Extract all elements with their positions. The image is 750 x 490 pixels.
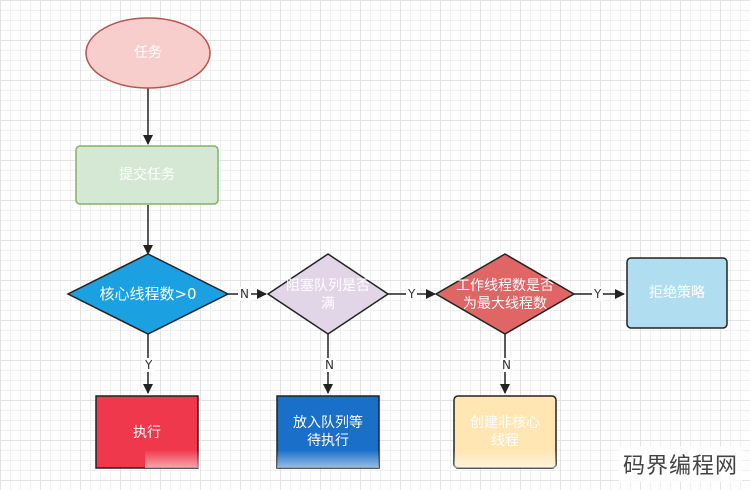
core-check-diamond[interactable] — [66, 253, 230, 335]
queue-check-diamond[interactable] — [266, 253, 390, 335]
edge-label-max-yes: Y — [592, 287, 604, 301]
enqueue-box[interactable] — [276, 395, 380, 469]
edge-label-queue-yes: Y — [406, 287, 418, 301]
submit-box[interactable] — [75, 145, 219, 205]
edge-label-core-no: N — [238, 287, 251, 301]
execute-box[interactable] — [95, 395, 199, 469]
edge-label-queue-no: N — [323, 358, 336, 372]
task-ellipse[interactable] — [85, 17, 211, 89]
max-check-diamond[interactable] — [434, 253, 576, 335]
edge-label-core-yes: Y — [143, 358, 155, 372]
create-noncore-box[interactable] — [453, 395, 557, 469]
edge-label-max-no: N — [500, 358, 513, 372]
site-watermark: 码界编程网 — [618, 446, 742, 482]
reject-box[interactable] — [626, 257, 728, 329]
